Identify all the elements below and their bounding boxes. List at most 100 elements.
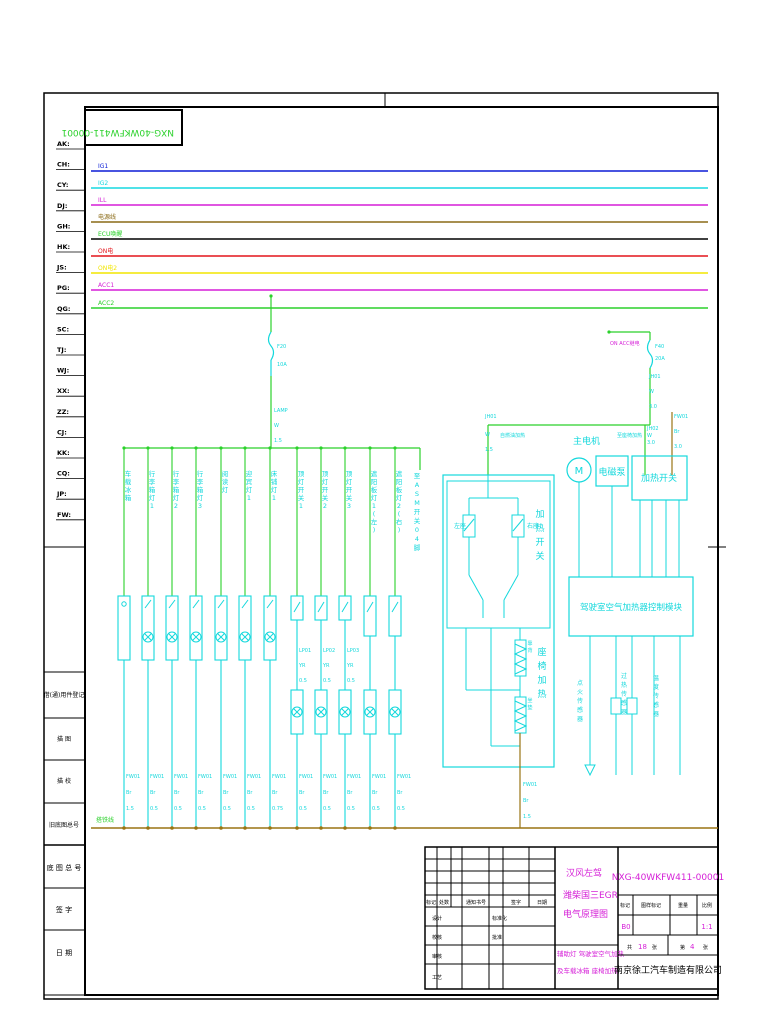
air-switch-label: 加热开关 (641, 472, 677, 484)
ground-size: 0.5 (150, 806, 158, 812)
lamp-icon (339, 706, 351, 718)
title-line-2: 潍柴国三EGR (563, 889, 618, 901)
tb-date: 日期 (537, 900, 547, 906)
left-code: GH: (57, 222, 70, 230)
ground-size: 0.5 (247, 806, 255, 812)
heater-source: ON ACC继电 (610, 340, 640, 347)
left-code: QG: (57, 305, 70, 313)
tb-scale-label: 比例 (702, 902, 712, 909)
bus-label: ILL (98, 197, 107, 204)
lamp-icon (264, 631, 276, 643)
ground-code: FW01 (323, 774, 337, 780)
title-block: 标记 处数 通知书号 签字 日期 设计 校核 审核 工艺 标准化 批准 汉风左驾… (424, 846, 725, 990)
switch-box (314, 595, 328, 621)
tb-sign: 签字 (511, 899, 521, 906)
wire-color: YR (322, 663, 330, 669)
left-code: KK: (57, 449, 70, 457)
ground-color: Br (174, 790, 180, 796)
ground-size: 0.5 (397, 806, 405, 812)
lamp-icon (166, 631, 178, 643)
seat-ground-size: 1.5 (523, 814, 531, 820)
tb-qty: 处数 (439, 899, 449, 906)
tb-page-label: 张 (652, 944, 657, 951)
air-motor-label: 主电机 (573, 435, 600, 447)
bus-label: ON电2 (98, 264, 117, 272)
lamp-icon (239, 631, 251, 643)
ground-size: 0.5 (174, 806, 182, 812)
seat-back-label: 靠背 (527, 640, 532, 654)
lamp-fuse-label1: F20 (277, 344, 286, 350)
lamp-box (165, 595, 179, 661)
lamp-wire-code: LAMP (274, 408, 288, 414)
tb-page-label-2: 张 (703, 944, 708, 951)
lamp-icon (142, 631, 154, 643)
drawing-code: NXG-40WKFW411-00001 (612, 873, 725, 883)
left-panel-trace: 描 图 (57, 735, 71, 743)
wire-code: LP01 (299, 648, 311, 654)
wire-size: 0.5 (347, 678, 355, 684)
lamp-box (238, 595, 252, 661)
tb-material-label: 图样标记 (641, 902, 661, 909)
switch-box (290, 595, 304, 621)
load-name: 阅读灯 (222, 470, 229, 494)
heater-fuse-label1: F40 (655, 344, 664, 350)
lamp-wire-size: 1.5 (274, 438, 282, 444)
heater-fuse-label2: 20A (655, 356, 665, 362)
inner-frame (84, 106, 719, 996)
tb-approve: 批准 (492, 934, 502, 941)
air-sensor-3: 温度传感器 (653, 674, 659, 718)
load-name: 车载冰箱 (125, 469, 132, 502)
left-code: HK: (57, 243, 70, 251)
ground-code: FW01 (223, 774, 237, 780)
seat-right-label: 右座 (527, 522, 539, 530)
fw-heater-code: FW01 (674, 414, 688, 420)
ground-size: 0.5 (347, 806, 355, 812)
ground-code: FW01 (126, 774, 140, 780)
tb-change: 通知书号 (466, 899, 486, 906)
ground-code: FW01 (150, 774, 164, 780)
lamp-icon (291, 706, 303, 718)
ground-size: 0.5 (198, 806, 206, 812)
left-code: CY: (57, 181, 69, 189)
title-line-3: 电气原理图 (563, 908, 608, 920)
seat-heater-block: 左座 右座 加热开关 靠背 坐垫 座椅加热 FW01 Br 1.5 (442, 474, 555, 828)
fw-heater-color: Br (674, 429, 680, 435)
jh02-code: JH02 (646, 426, 659, 432)
left-panel-date: 日 期 (56, 949, 72, 957)
wire-size: 0.5 (299, 678, 307, 684)
air-sensor-1: 点火传感器 (577, 679, 583, 723)
tb-index-label: 第 (680, 944, 685, 951)
to-seat-label: 至座椅加热 (617, 432, 642, 439)
tb-weight-label: 重量 (678, 902, 688, 909)
air-switch-box (631, 455, 688, 501)
seat-left-label: 左座 (454, 522, 466, 530)
wire-code: LP02 (323, 648, 335, 654)
ground-color: Br (397, 790, 403, 796)
ground-color: Br (198, 790, 204, 796)
lamp-icon (364, 706, 376, 718)
tb-total-label: 共 (627, 944, 632, 951)
left-code: JS: (56, 264, 67, 272)
air-heater-block: 主电机 M 电磁泵 加热开关 驾驶室空气加热器控制模块 点火传感器 过热传感器 … (566, 435, 694, 777)
bus-label: 电源线 (98, 213, 116, 221)
seat-cushion-label: 坐垫 (527, 697, 532, 711)
lamp-fuse-label2: 10A (277, 362, 287, 368)
ground-size: 0.5 (372, 806, 380, 812)
tb-stage-value: B0 (621, 923, 630, 931)
air-module-box (568, 576, 694, 637)
ground-size: 1.5 (126, 806, 134, 812)
left-code: DJ: (57, 202, 67, 210)
lamp-icon (190, 631, 202, 643)
title-line-1: 汉风左驾 (566, 867, 602, 879)
ground-color: Br (126, 790, 132, 796)
jh02-size: 3.0 (647, 440, 655, 446)
